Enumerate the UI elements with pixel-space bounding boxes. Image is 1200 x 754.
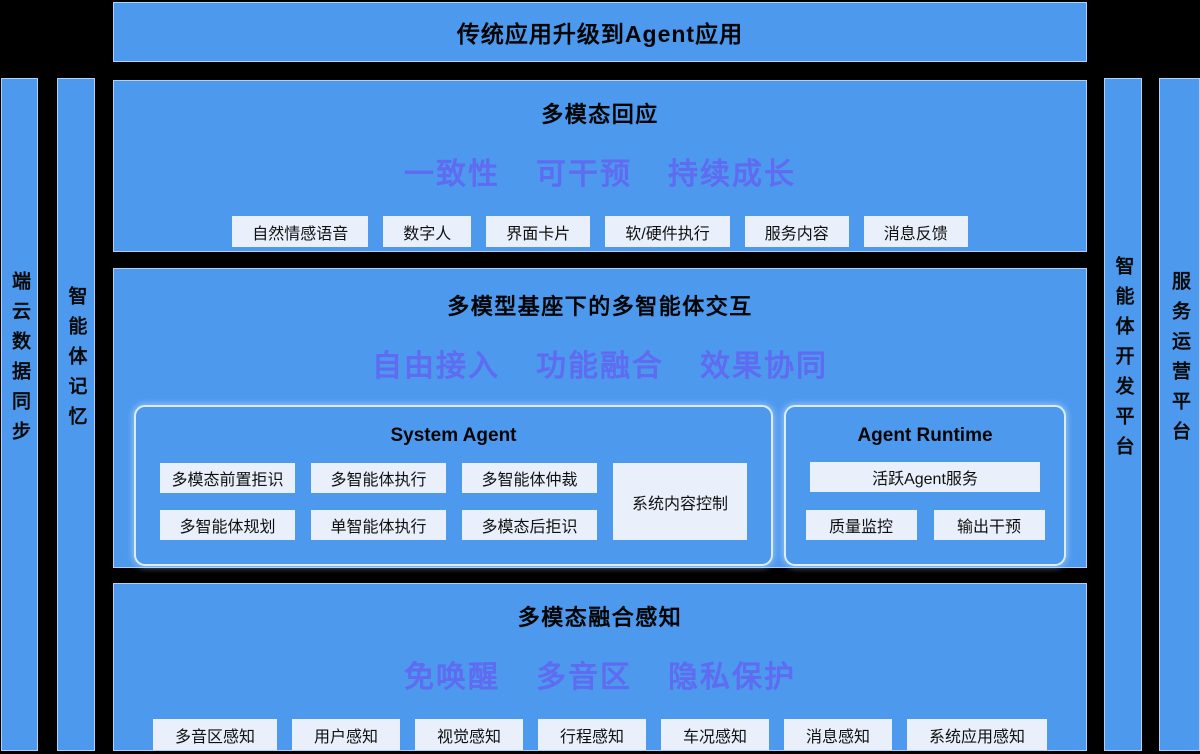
feature-chip: 多模态后拒识 — [462, 510, 597, 540]
keyword: 隐私保护 — [668, 661, 796, 694]
feature-chip: 系统应用感知 — [907, 719, 1048, 750]
section-keywords: 一致性 可干预 持续成长 — [404, 149, 796, 193]
section-title: 多模态融合感知 — [517, 605, 683, 630]
right-bar-agent-dev-platform-label: 智能体开发平台 — [1112, 255, 1134, 466]
feature-chip: 多音区感知 — [152, 719, 277, 750]
top-banner: 传统应用升级到Agent应用 — [113, 2, 1087, 62]
keyword: 功能融合 — [536, 350, 664, 383]
feature-chip: 消息反馈 — [863, 216, 968, 247]
system-agent-grid: 多模态前置拒识 多智能体执行 多智能体仲裁 系统内容控制 多智能体规划 单智能体… — [160, 463, 747, 540]
keyword: 自由接入 — [372, 350, 500, 383]
feature-chip: 消息感知 — [784, 719, 893, 750]
section-title: 多模态回应 — [541, 102, 659, 127]
keyword: 效果协同 — [700, 350, 828, 383]
right-bar-service-ops-platform-label: 服务运营平台 — [1169, 270, 1190, 451]
section-title: 多模型基座下的多智能体交互 — [447, 294, 753, 319]
keyword: 持续成长 — [668, 158, 796, 191]
feature-chip: 软/硬件执行 — [605, 216, 730, 247]
agent-runtime-title: Agent Runtime — [857, 425, 993, 446]
feature-chip: 多智能体规划 — [160, 510, 295, 540]
feature-chip: 用户感知 — [291, 719, 400, 750]
left-bar-cloud-data-sync-label: 端云数据同步 — [9, 270, 30, 451]
response-chip-row: 自然情感语音 数字人 界面卡片 软/硬件执行 服务内容 消息反馈 — [232, 216, 968, 247]
keyword: 多音区 — [536, 661, 632, 694]
feature-chip: 自然情感语音 — [232, 216, 369, 247]
feature-chip-wide: 活跃Agent服务 — [810, 462, 1040, 492]
feature-chip: 数字人 — [383, 216, 472, 247]
feature-chip: 多智能体执行 — [311, 463, 446, 493]
right-bar-agent-dev-platform: 智能体开发平台 — [1104, 78, 1142, 751]
section-multimodal-response: 多模态回应 一致性 可干预 持续成长 自然情感语音 数字人 界面卡片 软/硬件执… — [113, 80, 1087, 252]
keyword: 可干预 — [536, 158, 632, 191]
section-multi-agent-interaction: 多模型基座下的多智能体交互 自由接入 功能融合 效果协同 System Agen… — [113, 268, 1087, 568]
agent-runtime-panel: Agent Runtime 活跃Agent服务 质量监控 输出干预 — [784, 405, 1066, 566]
agent-panels-row: System Agent 多模态前置拒识 多智能体执行 多智能体仲裁 系统内容控… — [134, 405, 1066, 566]
feature-chip: 服务内容 — [744, 216, 849, 247]
feature-chip: 行程感知 — [537, 719, 646, 750]
left-bar-cloud-data-sync: 端云数据同步 — [1, 78, 38, 751]
section-keywords: 自由接入 功能融合 效果协同 — [372, 341, 828, 385]
left-bar-agent-memory: 智能体记忆 — [57, 78, 95, 751]
feature-chip: 单智能体执行 — [311, 510, 446, 540]
feature-chip: 多智能体仲裁 — [462, 463, 597, 493]
system-agent-panel: System Agent 多模态前置拒识 多智能体执行 多智能体仲裁 系统内容控… — [134, 405, 773, 566]
agent-runtime-chip-row: 质量监控 输出干预 — [805, 510, 1045, 540]
perception-chip-row: 多音区感知 用户感知 视觉感知 行程感知 车况感知 消息感知 系统应用感知 — [152, 719, 1048, 750]
section-keywords: 免唤醒 多音区 隐私保护 — [404, 652, 796, 696]
feature-chip: 视觉感知 — [414, 719, 523, 750]
feature-chip: 质量监控 — [805, 510, 917, 540]
feature-chip-tall: 系统内容控制 — [613, 463, 747, 540]
banner-title: 传统应用升级到Agent应用 — [456, 21, 744, 47]
keyword: 一致性 — [404, 158, 500, 191]
feature-chip: 界面卡片 — [486, 216, 591, 247]
keyword: 免唤醒 — [404, 661, 500, 694]
left-bar-agent-memory-label: 智能体记忆 — [65, 285, 87, 436]
feature-chip: 车况感知 — [661, 719, 770, 750]
feature-chip: 多模态前置拒识 — [160, 463, 295, 493]
feature-chip: 输出干预 — [933, 510, 1045, 540]
system-agent-title: System Agent — [390, 425, 517, 446]
right-bar-service-ops-platform: 服务运营平台 — [1159, 78, 1200, 751]
section-multimodal-perception: 多模态融合感知 免唤醒 多音区 隐私保护 多音区感知 用户感知 视觉感知 行程感… — [113, 583, 1087, 751]
